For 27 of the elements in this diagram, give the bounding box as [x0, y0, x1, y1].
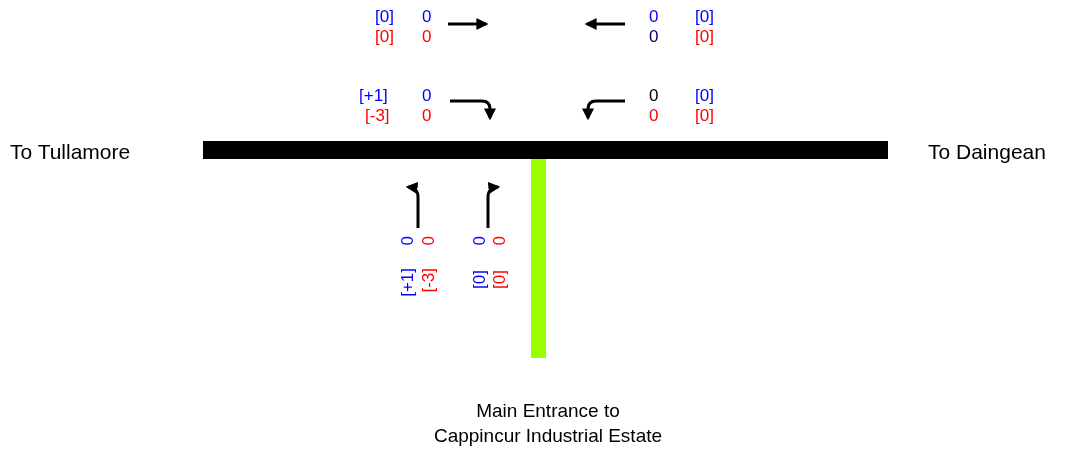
count-label: [0]: [695, 27, 714, 46]
count-label: [+1]: [398, 268, 417, 297]
count-label: 0: [398, 236, 417, 246]
count-label: [0]: [375, 7, 394, 26]
count-label: 0: [422, 7, 432, 26]
count-label: [0]: [695, 7, 714, 26]
count-label: 0: [422, 27, 432, 46]
count-label: 0: [419, 236, 438, 246]
count-label: 0: [649, 7, 659, 26]
count-label: 0: [649, 106, 659, 125]
count-label: [0]: [695, 86, 714, 105]
count-label: [0]: [470, 270, 489, 289]
count-label: 0: [649, 86, 659, 105]
entrance-label: Main Entrance to Cappincur Industrial Estate: [432, 399, 664, 448]
count-label: [-3]: [419, 268, 438, 293]
count-label: 0: [649, 27, 659, 46]
count-label: 0: [470, 236, 489, 246]
road-name: To Tullamore: [10, 140, 131, 164]
count-label: 0: [422, 106, 432, 125]
count-label: [0]: [695, 106, 714, 125]
road-name: To Daingean: [928, 140, 1046, 164]
count-label: [-3]: [365, 106, 390, 125]
count-label: [0]: [375, 27, 394, 46]
count-label: [+1]: [359, 86, 388, 105]
count-label: 0: [422, 86, 432, 105]
count-label: [0]: [490, 270, 509, 289]
count-label: 0: [490, 236, 509, 246]
